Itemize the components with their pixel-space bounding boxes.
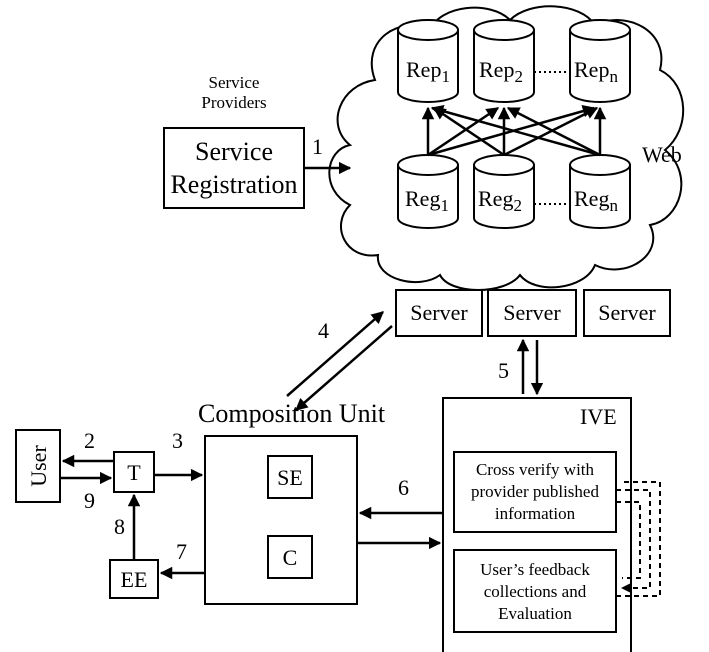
registry-reg-1: Reg1 xyxy=(397,154,459,229)
step-5-label: 5 xyxy=(498,358,509,383)
ee-label: EE xyxy=(121,567,148,592)
step-8-label: 8 xyxy=(114,514,125,539)
rep-n-label: Repn xyxy=(574,57,618,86)
step-4-label: 4 xyxy=(318,318,329,343)
server-box-1 xyxy=(395,289,483,337)
cross-verify-line2: provider published xyxy=(471,482,599,501)
arrow-regn-rep2 xyxy=(506,106,601,157)
reg-n-label: Regn xyxy=(574,186,618,215)
reg-2-label: Reg2 xyxy=(478,186,522,215)
arrow-reg2-rep1 xyxy=(432,106,505,157)
server-label-2: Server xyxy=(503,300,561,325)
server-label-3: Server xyxy=(598,300,656,325)
user-feedback-line1: User’s feedback xyxy=(480,560,590,579)
service-registration-label-line2: Registration xyxy=(170,170,297,199)
repository-rep-2: Rep2 xyxy=(473,19,535,103)
composition-unit-title: Composition Unit xyxy=(198,399,386,428)
reg-1-label: Reg1 xyxy=(405,186,449,215)
arrow-reg1-rep2 xyxy=(427,106,500,157)
rep-1-label: Rep1 xyxy=(406,57,450,86)
t-label: T xyxy=(127,460,141,485)
cross-verify-box xyxy=(453,451,617,533)
se-box xyxy=(267,455,313,499)
step-1-label: 1 xyxy=(312,134,323,159)
service-registration-label-line1: Service xyxy=(195,137,273,166)
step-9-label: 9 xyxy=(84,488,95,513)
step-7-label: 7 xyxy=(176,539,187,564)
repository-rep-n: Repn xyxy=(569,19,631,103)
registry-reg-n: Regn xyxy=(569,154,631,229)
c-label: C xyxy=(283,545,298,570)
registry-reg-2: Reg2 xyxy=(473,154,535,229)
service-providers-label-line2: Providers xyxy=(201,93,266,112)
t-box xyxy=(113,451,155,493)
c-box xyxy=(267,535,313,579)
arrow-reg2-repn xyxy=(503,106,599,157)
repository-rep-1: Rep1 xyxy=(397,19,459,103)
user-feedback-line2: collections and xyxy=(484,582,587,601)
user-box xyxy=(15,429,61,503)
server-box-3 xyxy=(583,289,671,337)
arrow-regn-rep1 xyxy=(430,105,601,157)
step-3-label: 3 xyxy=(172,428,183,453)
reg-to-rep-arrows xyxy=(421,105,607,157)
server-box-2 xyxy=(487,289,577,337)
se-label: SE xyxy=(277,465,303,490)
dashed-connectors xyxy=(616,481,661,597)
user-feedback-box xyxy=(453,549,617,633)
ive-label: IVE xyxy=(580,404,617,429)
web-label: Web xyxy=(642,142,682,167)
server-label-1: Server xyxy=(410,300,468,325)
cross-verify-line3: information xyxy=(495,504,576,523)
cross-verify-line1: Cross verify with xyxy=(476,460,595,479)
user-label: User xyxy=(26,445,51,487)
step-6-label: 6 xyxy=(398,475,409,500)
arrow-reg1-repn xyxy=(427,105,596,157)
arrow-step-4-up xyxy=(286,311,384,397)
rep-2-label: Rep2 xyxy=(479,57,523,86)
service-providers-label-line1: Service xyxy=(209,73,260,92)
step-2-label: 2 xyxy=(84,428,95,453)
user-feedback-line3: Evaluation xyxy=(498,604,572,623)
arrow-step-4-down xyxy=(295,325,393,411)
